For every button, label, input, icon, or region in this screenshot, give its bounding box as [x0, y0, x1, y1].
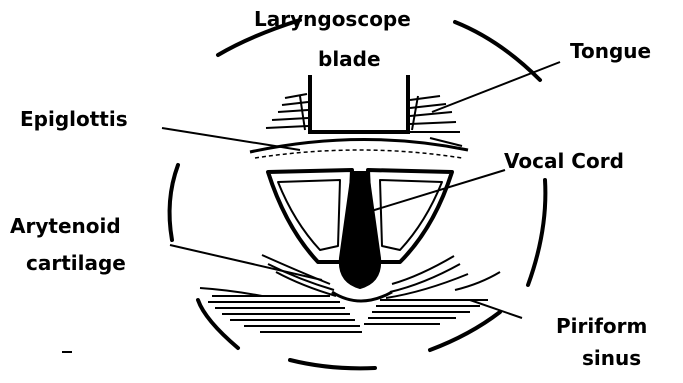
laryngoscope-blade [300, 75, 418, 132]
piriform-label: Piriform [556, 314, 647, 338]
arytenoid-label: Arytenoid [10, 214, 121, 238]
epiglottis-label: Epiglottis [20, 107, 128, 131]
arytenoid-leader [170, 245, 322, 280]
tongue-label: Tongue [570, 39, 651, 63]
sinus-label: sinus [582, 346, 641, 370]
epiglottis-leader [162, 128, 300, 150]
laryngoscope-label: Laryngoscope [254, 7, 411, 31]
vocal-cord-label: Vocal Cord [504, 149, 624, 173]
epiglottis-rim [250, 139, 468, 158]
tongue-leader [432, 62, 560, 112]
blade-label: blade [318, 47, 381, 71]
cartilage-label: cartilage [26, 251, 126, 275]
